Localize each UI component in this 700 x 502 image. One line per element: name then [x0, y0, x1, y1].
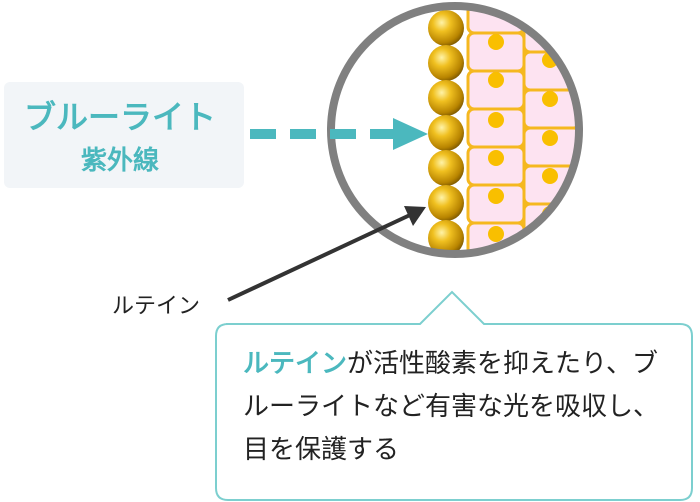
blue-light-arrow [250, 118, 428, 150]
callout-text: ルテインが活性酸素を抑えたり、ブルーライトなど有害な光を吸収し、目を保護する [243, 343, 683, 472]
magnified-lens [327, 2, 583, 258]
lutein-pointer-arrow [227, 206, 426, 302]
lutein-spheres [428, 10, 464, 256]
callout-bubble [215, 290, 693, 501]
lutein-pointer-label: ルテイン [112, 294, 201, 319]
callout-highlight: ルテイン [243, 349, 348, 379]
blue-light-label-box [4, 82, 244, 188]
uv-label: 紫外線 [80, 146, 159, 176]
retina-cells [466, 6, 579, 254]
callout-body: が活性酸素を抑えたり、ブルーライトなど有害な光を吸収し、目を保護する [243, 349, 660, 465]
cell-column-1 [466, 6, 526, 254]
blue-light-label: ブルーライト [23, 98, 216, 136]
